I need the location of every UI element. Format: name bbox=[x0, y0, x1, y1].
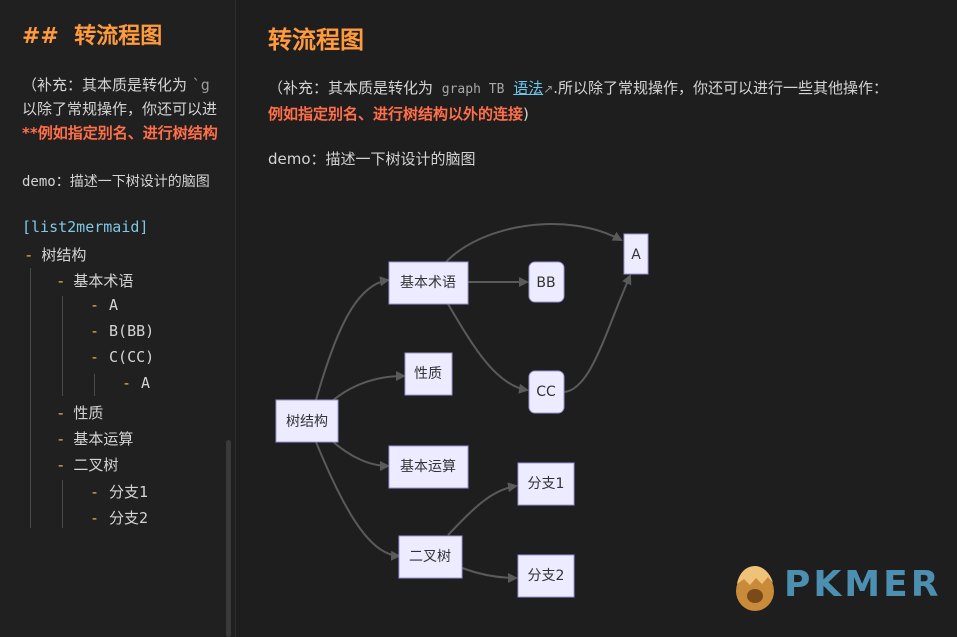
list-item-label: 分支2 bbox=[109, 509, 149, 527]
edge-cc-a bbox=[563, 274, 632, 393]
node-b1: 分支1 bbox=[517, 462, 575, 506]
edge-bin-b2 bbox=[461, 567, 518, 583]
list-item-label: 树结构 bbox=[41, 246, 87, 264]
markdown-editor-pane[interactable]: ## 转流程图 （补充：其本质是转化为 `g 以除了常规操作，你还可以进 **例… bbox=[0, 0, 236, 637]
external-link-icon: ↗ bbox=[543, 82, 554, 96]
list-item-label: 基本运算 bbox=[73, 430, 134, 448]
node-root: 树结构 bbox=[275, 399, 339, 443]
indent-guide bbox=[94, 374, 95, 396]
intro-paragraph: （补充：其本质是转化为 graph TB 语法↗.所以除了常规操作，你还可以进行… bbox=[268, 79, 889, 123]
pkmer-logo: PKMER bbox=[730, 562, 940, 614]
list-item-label: C(CC) bbox=[109, 348, 155, 366]
list-bullet: - bbox=[26, 246, 32, 264]
edge-term-a bbox=[445, 223, 623, 263]
svg-text:分支1: 分支1 bbox=[528, 476, 565, 492]
list-bullet: - bbox=[58, 430, 64, 448]
reading-preview-pane: 转流程图 （补充：其本质是转化为 graph TB 语法↗.所以除了常规操作，你… bbox=[236, 0, 957, 637]
list-bullet: - bbox=[90, 322, 100, 340]
svg-text:树结构: 树结构 bbox=[286, 414, 328, 430]
list-bullet: - bbox=[90, 509, 100, 527]
node-cc: CC bbox=[528, 370, 565, 414]
list-bullet: - bbox=[122, 374, 132, 392]
editor-scrollbar[interactable] bbox=[226, 440, 231, 637]
list-bullet: - bbox=[90, 348, 100, 366]
edge-bin-b1 bbox=[447, 482, 518, 536]
indent-guide bbox=[62, 480, 63, 528]
highlight-text: 例如指定别名、进行树结构以外的连接 bbox=[268, 105, 524, 123]
svg-text:基本运算: 基本运算 bbox=[400, 458, 456, 475]
mermaid-flowchart: 树结构 基本术语 BB A CC 性质 基本运算 二叉树 bbox=[275, 223, 649, 598]
list-item: -A bbox=[90, 296, 118, 314]
node-ops: 基本运算 bbox=[388, 445, 469, 489]
editor-heading: ## 转流程图 bbox=[22, 18, 162, 50]
page-title: 转流程图 bbox=[268, 26, 364, 54]
node-term: 基本术语 bbox=[388, 261, 469, 305]
list-item: -基本术语 bbox=[58, 270, 133, 291]
list-bullet: - bbox=[58, 404, 64, 422]
svg-text:A: A bbox=[631, 247, 641, 263]
list-item-label: 性质 bbox=[73, 404, 104, 422]
list-item: -性质 bbox=[58, 402, 103, 423]
inline-code: graph TB bbox=[441, 82, 505, 97]
list-item: -B(BB) bbox=[90, 322, 154, 340]
demo-line: demo：描述一下树设计的脑图 bbox=[268, 150, 476, 168]
list-item-label: A bbox=[109, 296, 119, 314]
list-item: -基本运算 bbox=[58, 428, 133, 449]
list-item: -树结构 bbox=[26, 244, 86, 265]
svg-text:基本术语: 基本术语 bbox=[400, 274, 456, 291]
node-bin: 二叉树 bbox=[398, 535, 463, 579]
svg-text:CC: CC bbox=[536, 384, 556, 400]
editor-line-3: **例如指定别名、进行树结构 bbox=[22, 124, 218, 142]
list-item-label: 二叉树 bbox=[73, 456, 119, 474]
node-b2: 分支2 bbox=[517, 554, 575, 598]
egg-logo-icon bbox=[736, 566, 774, 611]
list-item: -A bbox=[122, 374, 150, 392]
indent-guide bbox=[30, 268, 31, 528]
list-bullet: - bbox=[58, 272, 64, 290]
edge-root-term bbox=[315, 276, 390, 401]
svg-text:二叉树: 二叉树 bbox=[409, 549, 451, 565]
list-bullet: - bbox=[58, 456, 64, 474]
syntax-link[interactable]: 语法 bbox=[513, 79, 544, 97]
list-bullet: - bbox=[90, 483, 100, 501]
list-item-label: A bbox=[141, 374, 151, 392]
edge-root-ops bbox=[330, 439, 390, 471]
svg-text:分支2: 分支2 bbox=[528, 568, 565, 584]
node-a: A bbox=[623, 233, 649, 275]
heading-marker: ## bbox=[22, 24, 59, 49]
indent-guide bbox=[62, 296, 63, 396]
node-prop: 性质 bbox=[404, 352, 453, 396]
list-item: -二叉树 bbox=[58, 454, 118, 475]
editor-codeblock-tag: [list2mermaid] bbox=[22, 218, 149, 236]
edge-term-cc bbox=[447, 303, 529, 394]
list-item: -C(CC) bbox=[90, 348, 154, 366]
edge-root-prop bbox=[330, 371, 406, 403]
list-item-label: B(BB) bbox=[109, 322, 155, 340]
editor-line-2: 以除了常规操作，你还可以进 bbox=[22, 100, 218, 118]
node-bb: BB bbox=[528, 261, 565, 303]
svg-text:性质: 性质 bbox=[414, 366, 442, 382]
list-item-label: 分支1 bbox=[109, 483, 149, 501]
edge-root-bin bbox=[315, 441, 401, 561]
list-item: -分支2 bbox=[90, 507, 148, 528]
list-item: -分支1 bbox=[90, 481, 148, 502]
editor-line-1: （补充：其本质是转化为 `g bbox=[22, 76, 210, 94]
heading-text: 转流程图 bbox=[74, 24, 163, 49]
list-bullet: - bbox=[90, 296, 100, 314]
list-item-label: 基本术语 bbox=[73, 272, 134, 290]
logo-text: PKMER bbox=[784, 564, 942, 605]
editor-demo-line: demo：描述一下树设计的脑图 bbox=[22, 174, 210, 190]
svg-text:BB: BB bbox=[536, 275, 555, 291]
